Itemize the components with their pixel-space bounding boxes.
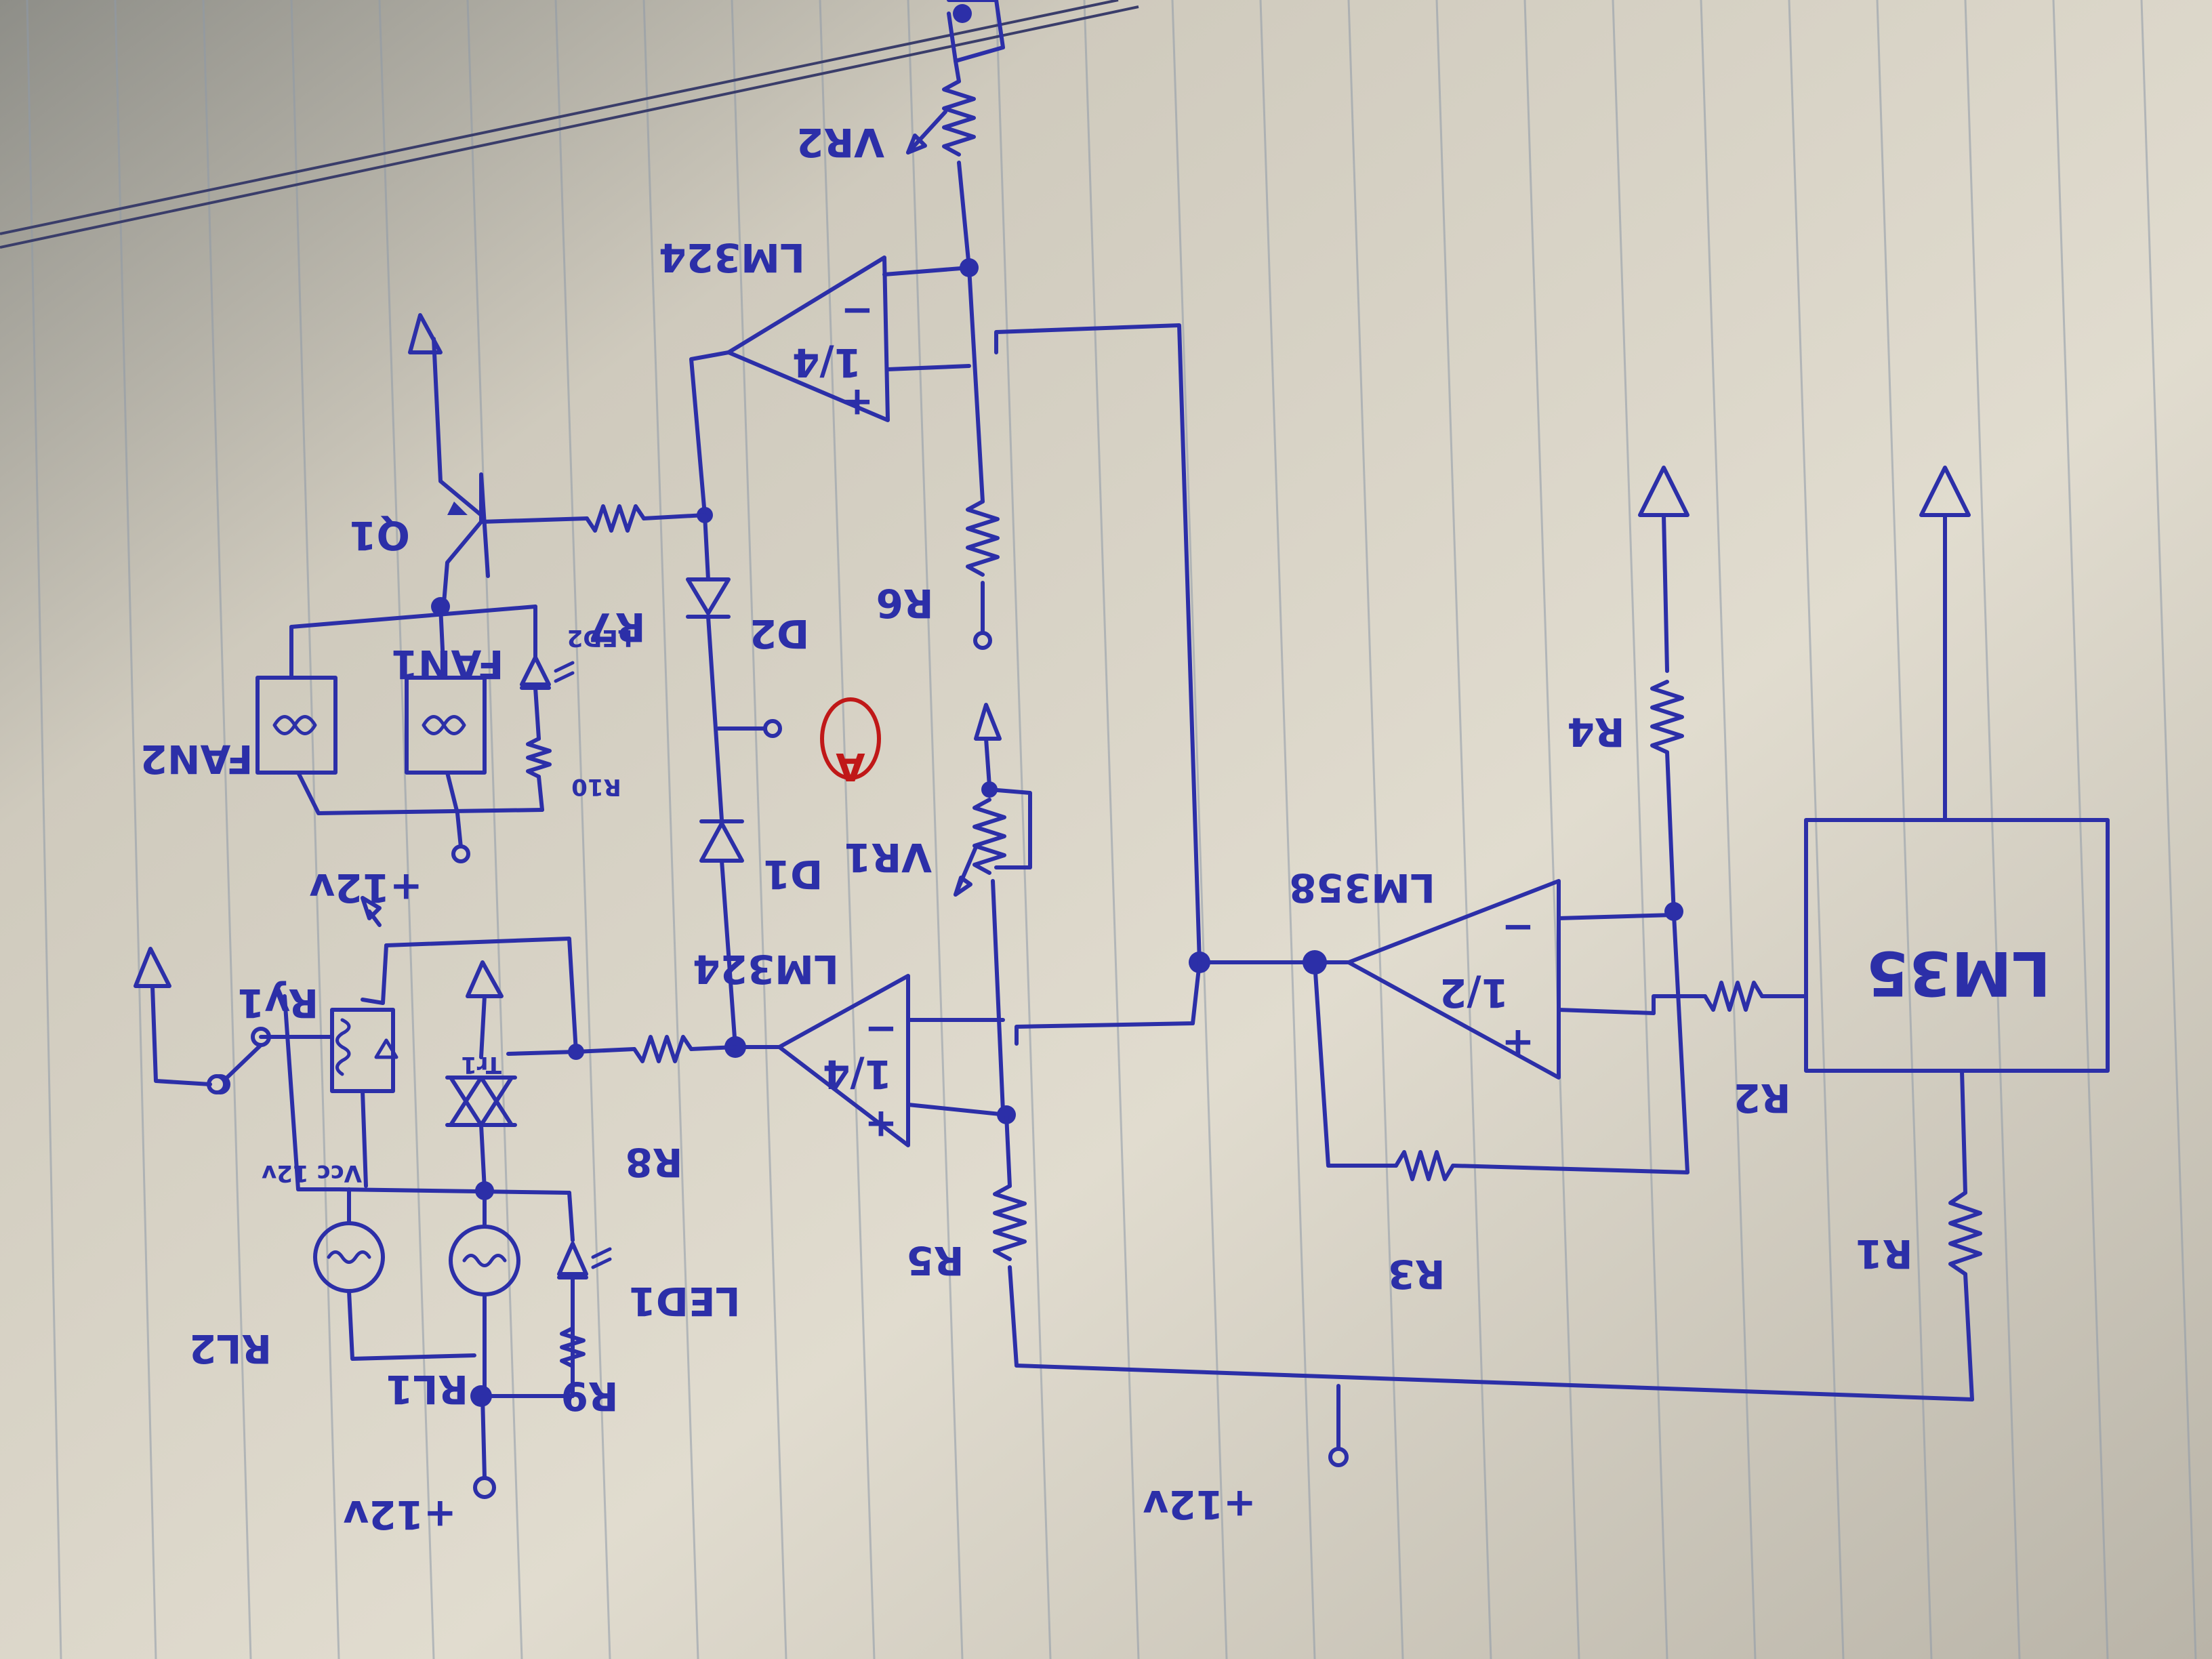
r1-label: R1 [1855, 1231, 1912, 1277]
ground-rail [1015, 1364, 1974, 1401]
lm358-minus-sign: − [1502, 905, 1535, 951]
r10-resistor [526, 737, 552, 779]
lm35-label-text: LM35 [1866, 937, 2051, 1008]
lm324-bottom-minus: − [865, 1007, 898, 1053]
rl1-label: RL1 [386, 1366, 468, 1412]
node-a-label: A [836, 744, 865, 788]
node-a-terminal [763, 719, 782, 738]
vr2-label: VR2 [796, 119, 884, 165]
lm358-opamp [1347, 879, 1561, 1080]
lm35-sensor [1804, 818, 2110, 1073]
supply-terminal-input [473, 1476, 496, 1499]
lm324-top-plus: + [841, 380, 874, 426]
margin-lines [0, 0, 1139, 249]
lm358-label: LM358 [1289, 865, 1435, 911]
lm358-fraction: 1/2 [1439, 970, 1509, 1016]
supply-terminal-mid [1328, 1447, 1349, 1467]
r8-resistor [632, 1035, 693, 1063]
test-point-r6 [973, 631, 992, 650]
tr1-arrow [466, 960, 504, 998]
led2-label: LED2 [567, 624, 633, 651]
r4-supply-arrow [1638, 466, 1689, 517]
node-a-highlight [820, 697, 881, 780]
lm324-top-minus: − [841, 289, 874, 335]
ry1-supply-arrow [134, 947, 171, 988]
lm358-plus-sign: + [1502, 1021, 1535, 1067]
supply-terminal-fans [451, 844, 470, 863]
q1-label: Q1 [349, 512, 410, 558]
tr1-label: Tr1 [461, 1051, 501, 1078]
lm35-supply-arrow [1919, 466, 1971, 517]
r4-label: R4 [1567, 709, 1624, 755]
vr2-potentiometer [942, 79, 976, 157]
d2-diode [686, 577, 731, 615]
r2-resistor [1703, 981, 1764, 1012]
fan1-label: FAN1 [391, 641, 504, 687]
led1-label: LED1 [628, 1278, 740, 1324]
fan2-label: FAN2 [140, 736, 253, 782]
vcc-label: Vcc 12v [262, 1160, 362, 1187]
lm324-bottom-opamp [777, 974, 910, 1147]
lm324-top-label: LM324 [659, 234, 805, 281]
junction-top [953, 4, 972, 23]
page-rulings [26, 0, 2197, 1659]
rl2-label: RL2 [189, 1326, 272, 1372]
led2 [520, 655, 551, 687]
lm324-top-fraction: 1/4 [792, 340, 861, 386]
r2-label: R2 [1733, 1075, 1790, 1121]
ry1-label: Ry1 [237, 980, 319, 1026]
q1-supply-arrow [408, 313, 443, 354]
r7-resistor [585, 504, 646, 533]
lm324-bottom-plus: + [865, 1102, 898, 1148]
vr1-potentiometer [972, 798, 1006, 875]
junction-r4 [1664, 902, 1683, 921]
junction-lm358-out [1303, 950, 1327, 975]
vr1-label: VR1 [844, 834, 932, 880]
d2-label: D2 [750, 611, 810, 657]
led1 [557, 1242, 588, 1276]
r6-resistor [966, 499, 1000, 577]
r9-label: R9 [560, 1373, 618, 1419]
r5-resistor [993, 1184, 1027, 1261]
r3-label: R3 [1387, 1251, 1445, 1297]
supply-mid-label: +12v [1143, 1481, 1256, 1528]
r5-label: R5 [906, 1237, 964, 1284]
r9-resistor [560, 1326, 586, 1368]
r8-label: R8 [625, 1139, 682, 1185]
r6-label: R6 [876, 580, 933, 626]
r3-resistor [1394, 1150, 1455, 1181]
d1-label: D1 [763, 851, 823, 897]
r7-label: R7 [588, 604, 645, 650]
lm324-bottom-fraction: 1/4 [823, 1051, 892, 1097]
supply-input-label: +12v [343, 1492, 456, 1538]
r1-resistor [1948, 1191, 1982, 1276]
r10-label: R10 [571, 773, 621, 800]
lm324-bottom-label: LM324 [693, 946, 839, 992]
lm324-top-opamp [726, 255, 890, 422]
